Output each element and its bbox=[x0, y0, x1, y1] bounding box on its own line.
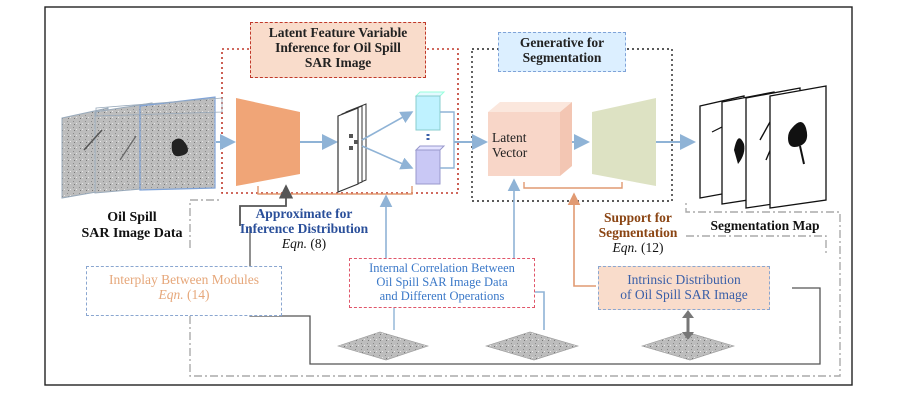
interplay-box bbox=[86, 266, 282, 316]
feature-map-stack bbox=[337, 103, 367, 193]
support-arrow bbox=[567, 192, 596, 287]
interplay-loop-outer bbox=[189, 200, 841, 377]
approximate-eqn: Eqn. bbox=[281, 236, 307, 252]
support-eqn: Eqn. bbox=[612, 240, 638, 256]
approximate-eqn-num: (8) bbox=[307, 236, 327, 252]
variance-bar bbox=[414, 145, 446, 185]
sar-thumbnail-3 bbox=[640, 331, 736, 361]
generative-title: Generative for Segmentation bbox=[519, 35, 605, 66]
sar-thumbnail-1 bbox=[336, 331, 430, 361]
inference-feedback-bracket bbox=[257, 186, 413, 195]
approximate-arrow bbox=[239, 184, 294, 226]
decoder-block bbox=[592, 98, 656, 186]
input-sar-stack bbox=[61, 96, 223, 199]
interplay-eqn-num: (14) bbox=[183, 287, 210, 303]
intrinsic-box bbox=[598, 266, 770, 310]
intrinsic-loop bbox=[249, 226, 821, 365]
interplay-loop-left bbox=[189, 199, 222, 248]
segmentation-map-stack bbox=[699, 85, 827, 209]
approximate-label: Approximate for Inference Distribution E… bbox=[239, 206, 369, 252]
arrow-to-mean bbox=[361, 111, 414, 141]
correlation-box bbox=[349, 258, 535, 308]
support-label: Support for Segmentation Eqn. (12) bbox=[598, 210, 678, 256]
inference-title: Latent Feature Variable Inference for Oi… bbox=[268, 25, 408, 71]
mean-bar bbox=[414, 91, 446, 131]
interplay-eqn: Eqn. bbox=[158, 287, 184, 303]
interplay-label: Interplay Between Modules Eqn. (14) bbox=[109, 272, 259, 303]
interplay-loop-right bbox=[686, 235, 827, 256]
generative-feedback-bracket bbox=[523, 182, 623, 189]
sar-thumbnail-2 bbox=[484, 331, 580, 361]
latent-vector-cube bbox=[488, 102, 572, 176]
correlation-label: Internal Correlation Between Oil Spill S… bbox=[369, 261, 515, 303]
outer-frame bbox=[44, 6, 853, 386]
generative-title-box bbox=[498, 32, 626, 72]
output-caption: Segmentation Map bbox=[710, 218, 820, 233]
encoder-block bbox=[236, 98, 300, 186]
input-caption: Oil Spill SAR Image Data bbox=[81, 210, 183, 241]
arrow-to-variance bbox=[361, 145, 414, 170]
inference-title-box bbox=[250, 22, 426, 78]
intrinsic-label: Intrinsic Distribution of Oil Spill SAR … bbox=[620, 272, 748, 303]
latent-vector-label: Latent Vector bbox=[492, 130, 528, 161]
support-eqn-num: (12) bbox=[637, 240, 664, 256]
